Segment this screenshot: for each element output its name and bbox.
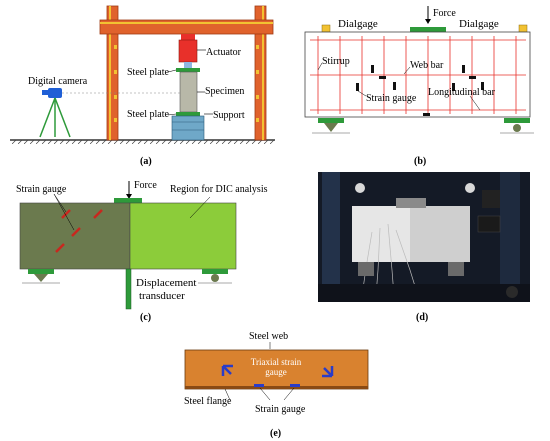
panel-a-loading-frame: Actuator Steel plate Specimen Steel plat… (10, 5, 275, 167)
strain-gauges-e (254, 384, 300, 387)
label-digital-camera: Digital camera (28, 76, 88, 87)
strain-gauges-b (356, 65, 484, 116)
support (171, 115, 205, 141)
panel-c-dic: Force Strain gauge Region for DIC analys… (16, 180, 268, 323)
steel-flange (185, 386, 368, 389)
label-actuator: Actuator (206, 47, 242, 58)
load-plate (410, 27, 446, 32)
label-triaxial-2: gauge (265, 367, 287, 377)
frame-left-column (106, 5, 119, 141)
beam-dic-region (129, 202, 237, 270)
label-steel-plate-top: Steel plate (127, 67, 169, 78)
caption-b: (b) (414, 156, 426, 167)
label-steel-web: Steel web (249, 331, 288, 342)
label-region-dic: Region for DIC analysis (170, 184, 268, 195)
beam-outline (304, 31, 531, 118)
dialgage-right-icon (518, 24, 528, 33)
label-longitudinal-bar: Longitudinal bar (428, 87, 496, 98)
caption-a: (a) (140, 156, 152, 167)
frame-right-column (254, 5, 267, 141)
label-strain-gauge-e: Strain gauge (255, 404, 306, 415)
label-steel-flange: Steel flange (184, 396, 232, 407)
support-left-icon (324, 123, 338, 132)
photo-camera-icon (477, 215, 501, 233)
label-dialgage-right: Dialgage (459, 18, 499, 30)
specimen (179, 71, 198, 113)
label-stirrup: Stirrup (322, 56, 350, 67)
ground-hatch (10, 140, 275, 144)
label-triaxial-1: Triaxial strain (251, 357, 302, 367)
triaxial-gauge-right (322, 366, 334, 378)
label-strain-gauge-b: Strain gauge (366, 93, 417, 104)
beam-left-half (19, 202, 131, 270)
label-displacement: Displacement (136, 277, 196, 289)
dialgage-left-icon (321, 24, 331, 33)
label-support: Support (213, 110, 245, 121)
support-left-c-icon (34, 274, 48, 282)
camera-icon (48, 88, 62, 98)
strain-gauges-c (55, 209, 103, 253)
triaxial-gauge-left (221, 364, 233, 376)
label-web-bar: Web bar (410, 60, 444, 71)
label-specimen: Specimen (205, 86, 244, 97)
panel-b-reinforcement: Dialgage Dialgage Force (304, 6, 534, 167)
actuator (178, 39, 198, 63)
steel-plate-top (176, 68, 200, 72)
steel-plate-bottom (176, 112, 200, 116)
roller-right-icon (513, 124, 521, 132)
label-force-c: Force (134, 180, 157, 191)
tripod-icon (39, 97, 56, 138)
caption-e: (e) (270, 428, 281, 439)
label-force-b: Force (433, 8, 456, 19)
label-strain-gauge-c: Strain gauge (16, 184, 67, 195)
stirrups (317, 36, 517, 114)
label-dialgage-left: Dialgage (338, 18, 378, 30)
caption-c: (c) (140, 312, 151, 323)
caption-d: (d) (416, 312, 428, 323)
label-steel-plate-bottom: Steel plate (127, 109, 169, 120)
roller-right-c-icon (211, 274, 219, 282)
panel-d-photo: (d) (318, 172, 530, 323)
label-transducer: transducer (139, 290, 185, 302)
panel-e-steel: Steel web Triaxial strain gauge Steel fl… (184, 331, 369, 439)
steel-web-plate (184, 349, 369, 390)
displacement-transducer (125, 268, 132, 310)
